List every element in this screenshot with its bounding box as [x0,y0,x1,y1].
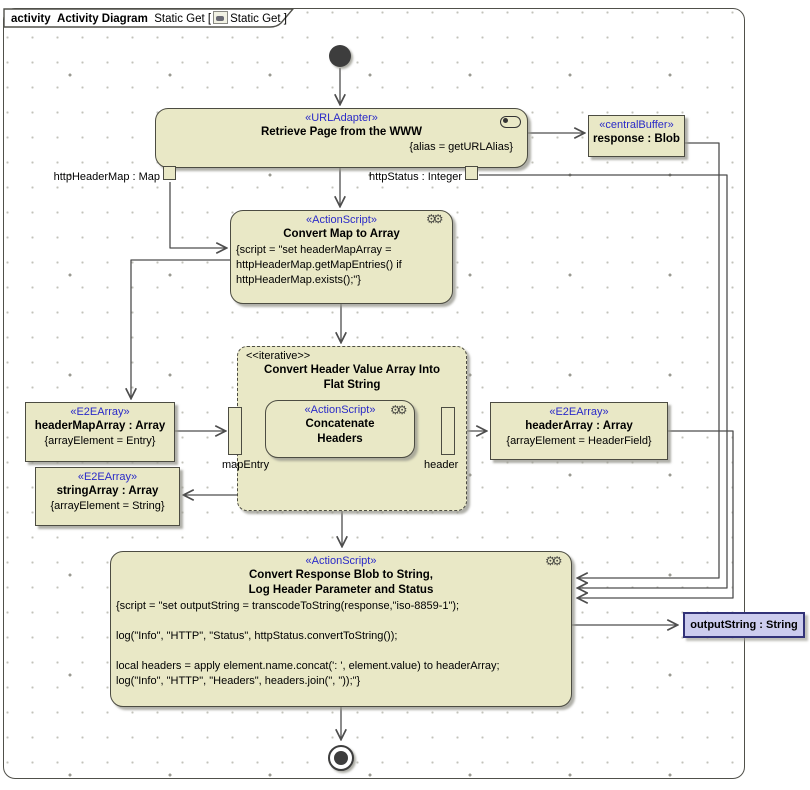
iterative-name: Convert Header Value Array Into Flat Str… [264,364,440,391]
edge-convertmap-to-headermaparray [131,259,230,398]
gears-icon: ⚙⚙ [390,403,407,417]
gears-icon: ⚙⚙ [545,554,562,568]
header-map-array-constraint: {arrayElement = Entry} [44,435,156,447]
string-array-constraint: {arrayElement = String} [50,500,165,512]
expansion-label-mapentry: mapEntry [222,459,270,471]
activity-final-node[interactable] [328,745,354,771]
frame-ref-open: Static Get [ [154,13,212,25]
header-map-array-stereotype: «E2EArray» [70,406,130,418]
edge-headerarray-to-convertresponse [578,430,734,598]
initial-node[interactable] [329,45,351,67]
edge-response-to-convertresponse [578,142,720,578]
convert-map-name: Convert Map to Array [283,228,400,240]
activity-diagram-icon [213,11,229,24]
pin-httpheadermap-label: httpHeaderMap : Map [53,171,160,183]
convert-map-action[interactable]: «ActionScript» Convert Map to Array {scr… [230,210,453,304]
convert-response-stereotype: «ActionScript» [305,555,377,567]
url-adapter-name: Retrieve Page from the WWW [260,126,423,138]
frame-title: activity Activity Diagram Static Get [ St… [11,11,287,25]
convert-response-name: Convert Response Blob to String, Log Hea… [248,569,434,596]
pin-httpheadermap[interactable] [163,166,176,180]
output-string-node[interactable]: outputString : String [683,612,805,638]
iterative-stereotype: <<iterative>> [246,350,311,362]
pin-httpstatus-label: httpStatus : Integer [369,171,462,183]
expansion-node-mapentry[interactable] [228,407,242,455]
convert-response-action[interactable]: «ActionScript» Convert Response Blob to … [110,551,572,707]
gears-icon: ⚙⚙ [426,212,443,226]
concatenate-stereotype: «ActionScript» [304,404,376,416]
expansion-label-header: header [424,459,459,471]
header-map-array-name: headerMapArray : Array [34,420,166,432]
header-array-node[interactable]: «E2EArray» headerArray : Array {arrayEle… [490,402,668,460]
url-adapter-constraint: {alias = getURLAlias} [409,141,513,153]
frame-activity-name: Activity Diagram [57,13,148,25]
convert-response-script: {script = "set outputString = transcodeT… [116,600,500,687]
string-array-stereotype: «E2EArray» [77,471,138,483]
url-adapter-icon [500,116,521,128]
url-adapter-stereotype: «URLAdapter» [305,112,378,124]
header-array-stereotype: «E2EArray» [549,406,609,418]
concatenate-name: Concatenate Headers [305,418,375,445]
pin-httpstatus[interactable] [465,166,478,180]
frame-keyword: activity [11,13,51,25]
url-adapter-action[interactable]: «URLAdapter» Retrieve Page from the WWW … [155,108,528,168]
string-array-node[interactable]: «E2EArray» stringArray : Array {arrayEle… [35,467,180,526]
header-array-constraint: {arrayElement = HeaderField} [506,435,652,447]
central-buffer-name: response : Blob [593,133,680,145]
header-map-array-node[interactable]: «E2EArray» headerMapArray : Array {array… [25,402,175,462]
edge-httpstatus-to-convertresponse [479,174,728,588]
central-buffer-stereotype: «centralBuffer» [599,119,674,131]
expansion-node-header[interactable] [441,407,455,455]
header-array-name: headerArray : Array [525,420,633,432]
edge-httpheadermap-to-convertmap [169,182,226,248]
convert-map-stereotype: «ActionScript» [306,214,377,226]
central-buffer-node[interactable]: «centralBuffer» response : Blob [588,115,685,157]
concatenate-action[interactable]: «ActionScript» Concatenate Headers [265,400,415,458]
string-array-name: stringArray : Array [56,485,159,497]
frame-ref-close: Static Get ] [230,13,287,25]
convert-map-script: {script = "set headerMapArray = httpHead… [236,244,402,286]
